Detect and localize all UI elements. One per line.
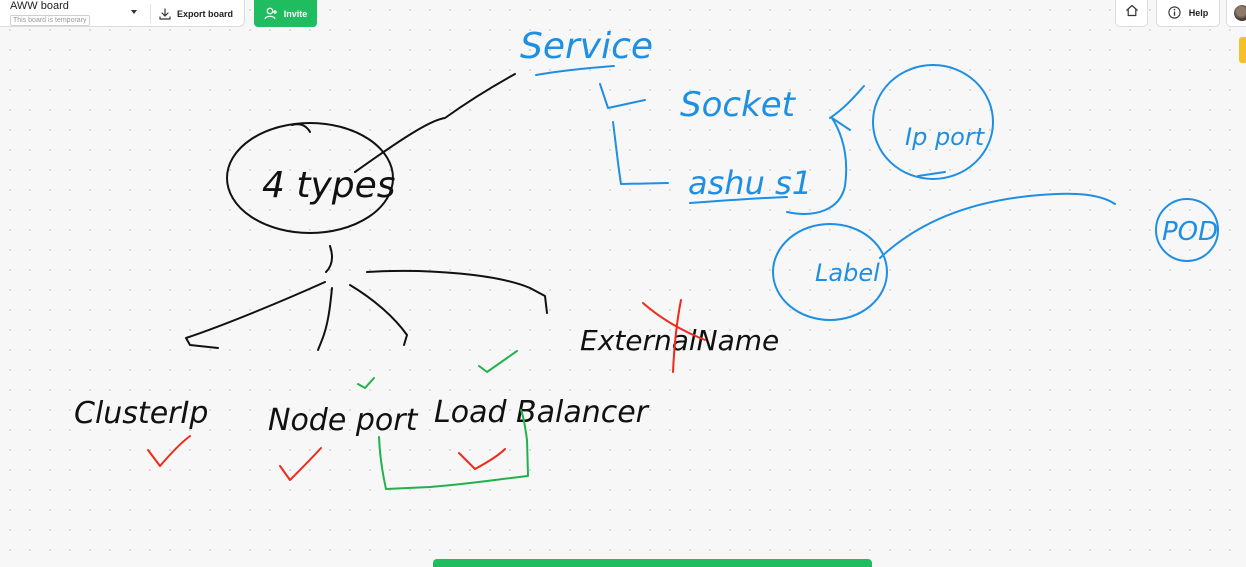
check-node-port <box>279 447 322 481</box>
pod-label: POD <box>1162 217 1218 247</box>
branch-node-port <box>317 287 333 351</box>
ip-port-circle-tail <box>917 171 946 177</box>
label-bubble-text: Label <box>815 259 880 287</box>
ashu-to-ip-connector <box>786 117 848 215</box>
type-load-balancer: Load Balancer <box>434 395 650 430</box>
export-board-label: Export board <box>177 8 234 19</box>
add-user-icon <box>264 7 278 20</box>
check-load-balancer <box>458 448 506 470</box>
branch-trunk <box>325 245 334 273</box>
type-cluster-ip: ClusterIp <box>74 396 208 431</box>
info-icon <box>1168 5 1181 21</box>
board-temporary-badge: This board is temporary <box>10 15 90 26</box>
user-menu-button[interactable] <box>1226 0 1246 27</box>
label-to-pod-connector <box>879 192 1116 259</box>
pod-circle <box>1155 198 1219 262</box>
socket-arrow <box>599 83 646 109</box>
green-strokes <box>357 350 529 490</box>
red-strokes <box>147 299 706 481</box>
invite-label: Invite <box>283 8 308 19</box>
socket-label: Socket <box>680 85 797 125</box>
service-connector <box>354 73 516 173</box>
check-node-port-green <box>357 377 375 389</box>
center-label: 4 types <box>262 165 396 206</box>
label-circle <box>772 223 888 321</box>
check-load-balancer-green <box>478 350 518 373</box>
black-strokes <box>185 73 548 351</box>
branch-cluster-ip <box>185 281 326 349</box>
board-title[interactable]: AWW board <box>10 0 69 12</box>
types-circle <box>226 122 394 234</box>
bottom-toolbar[interactable] <box>433 559 872 567</box>
export-board-button[interactable]: Export board <box>159 4 233 23</box>
ashu-label: ashu s1 <box>688 164 812 202</box>
help-label: Help <box>1188 8 1209 18</box>
chevron-down-icon[interactable] <box>129 8 139 18</box>
arrow-to-ip-b <box>831 117 851 131</box>
home-icon <box>1125 4 1139 22</box>
ashu-connector <box>612 121 669 185</box>
service-label: Service <box>520 26 653 67</box>
side-panel-tab[interactable] <box>1239 37 1246 63</box>
branch-external-name <box>366 269 548 314</box>
cross-external-name-b <box>672 299 682 373</box>
home-button[interactable] <box>1115 0 1148 27</box>
type-external-name: ExternalName <box>580 324 779 357</box>
ip-port-label: Ip port <box>905 123 986 151</box>
avatar <box>1234 5 1246 21</box>
board-toolbar: AWW board This board is temporary Export… <box>0 0 245 27</box>
check-cluster-ip <box>147 435 191 467</box>
type-node-port: Node port <box>268 403 419 438</box>
types-circle-overlap <box>291 123 311 133</box>
toolbar-divider <box>150 4 151 23</box>
bracket-node-port-load-balancer <box>378 409 529 490</box>
service-underline <box>535 65 615 76</box>
arrow-to-ip-a <box>829 85 865 119</box>
invite-button[interactable]: Invite <box>254 0 317 27</box>
help-button[interactable]: Help <box>1156 0 1220 27</box>
download-icon <box>159 7 171 20</box>
ip-port-circle <box>872 64 994 180</box>
blue-strokes <box>535 64 1219 321</box>
cross-external-name-a <box>642 302 706 341</box>
branch-load-balancer <box>349 284 408 346</box>
ashu-underline <box>689 196 788 204</box>
